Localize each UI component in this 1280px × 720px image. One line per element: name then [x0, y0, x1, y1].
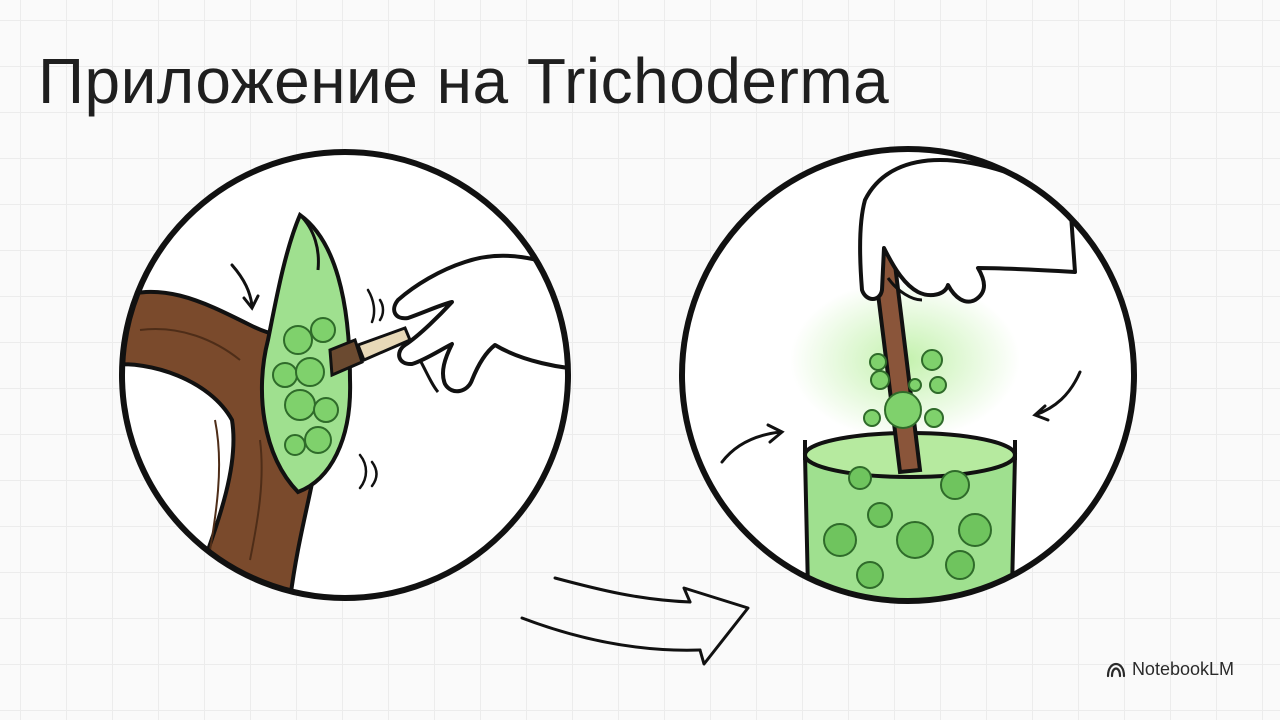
sequence-arrow	[520, 576, 750, 666]
cutting-dip-scene	[679, 146, 1137, 604]
notebooklm-brand: NotebookLM	[1106, 659, 1234, 680]
notebooklm-logo-icon	[1106, 662, 1126, 677]
hand	[858, 158, 1077, 304]
trichoderma-paste	[272, 317, 339, 456]
slide-title: Приложение на Trichoderma	[38, 45, 890, 117]
brand-name: NotebookLM	[1131, 659, 1234, 679]
wound-treatment-scene	[119, 149, 571, 601]
